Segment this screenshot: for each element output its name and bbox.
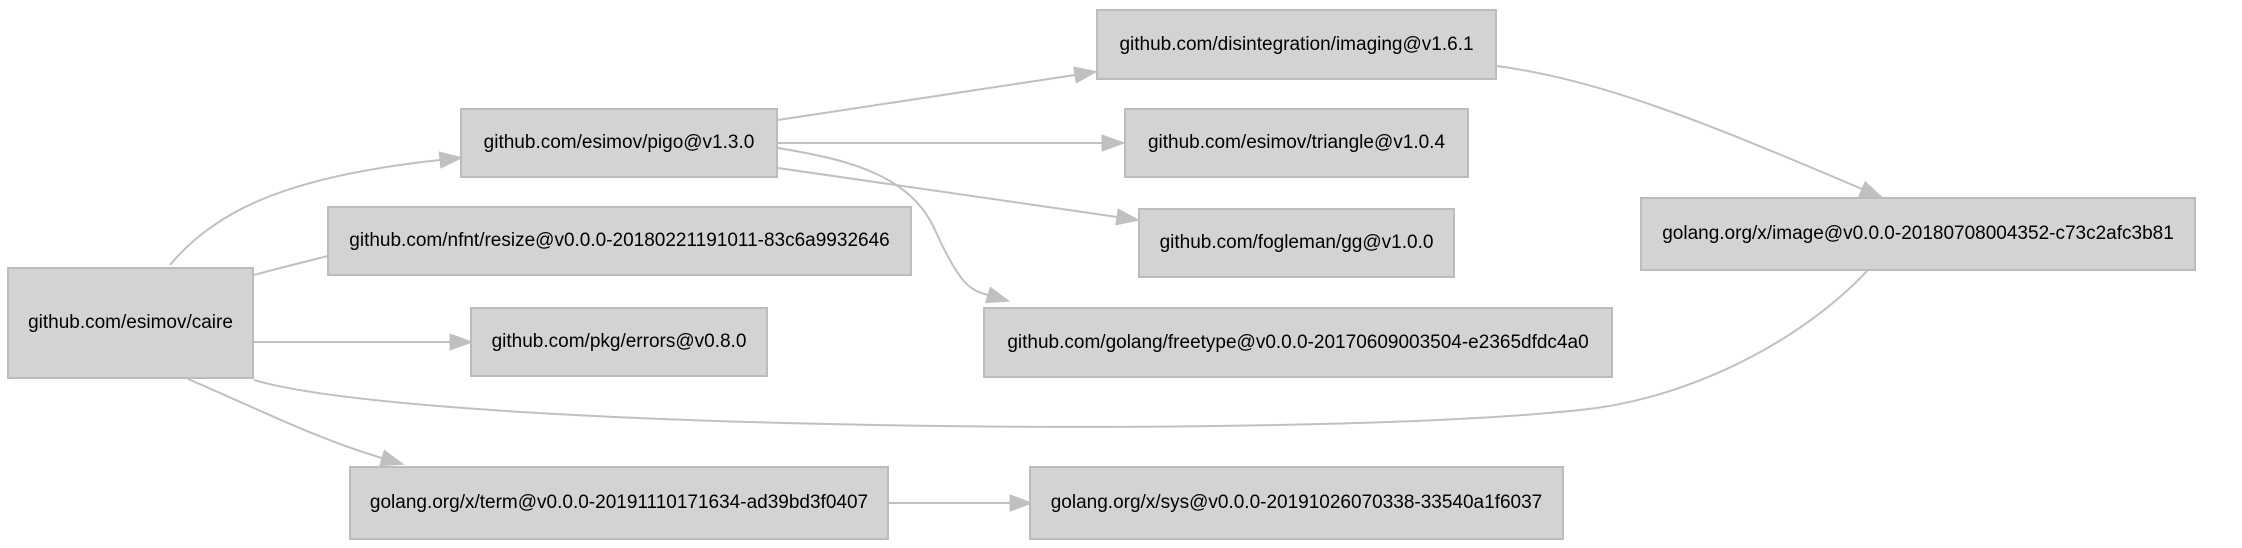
- arrowhead-imaging-to-image: [1858, 180, 1884, 199]
- node-pigo: github.com/esimov/pigo@v1.3.0: [460, 108, 778, 178]
- arrowhead-pigo-to-imaging: [1073, 66, 1099, 84]
- edge-caire-to-image: [253, 255, 1881, 428]
- arrowhead-pigo-to-freetype: [985, 286, 1011, 304]
- node-image: golang.org/x/image@v0.0.0-20180708004352…: [1640, 197, 2196, 271]
- arrowhead-caire-to-term: [379, 449, 405, 467]
- node-caire: github.com/esimov/caire: [7, 267, 254, 379]
- edge-pigo-to-gg: [777, 167, 1118, 218]
- edge-caire-to-pigo: [169, 159, 441, 266]
- arrowhead-caire-to-pigo: [438, 151, 464, 169]
- arrowhead-caire-to-errors: [449, 333, 474, 351]
- node-gg: github.com/fogleman/gg@v1.0.0: [1138, 208, 1455, 278]
- edge-pigo-to-imaging: [777, 74, 1076, 121]
- node-imaging: github.com/disintegration/imaging@v1.6.1: [1096, 9, 1497, 80]
- edges: [169, 65, 1895, 512]
- node-term: golang.org/x/term@v0.0.0-20191110171634-…: [349, 466, 889, 540]
- edge-imaging-to-image: [1496, 65, 1863, 190]
- arrowhead-term-to-sys: [1009, 494, 1034, 512]
- edge-pigo-to-freetype: [777, 147, 989, 296]
- arrowhead-pigo-to-triangle: [1101, 134, 1126, 152]
- node-freetype: github.com/golang/freetype@v0.0.0-201706…: [983, 307, 1613, 378]
- node-resize: github.com/nfnt/resize@v0.0.0-2018022119…: [327, 206, 912, 276]
- node-sys: golang.org/x/sys@v0.0.0-20191026070338-3…: [1029, 466, 1564, 540]
- arrowhead-pigo-to-gg: [1115, 208, 1141, 226]
- node-triangle: github.com/esimov/triangle@v1.0.4: [1124, 108, 1469, 178]
- edge-caire-to-term: [187, 378, 383, 459]
- node-errors: github.com/pkg/errors@v0.8.0: [470, 307, 768, 377]
